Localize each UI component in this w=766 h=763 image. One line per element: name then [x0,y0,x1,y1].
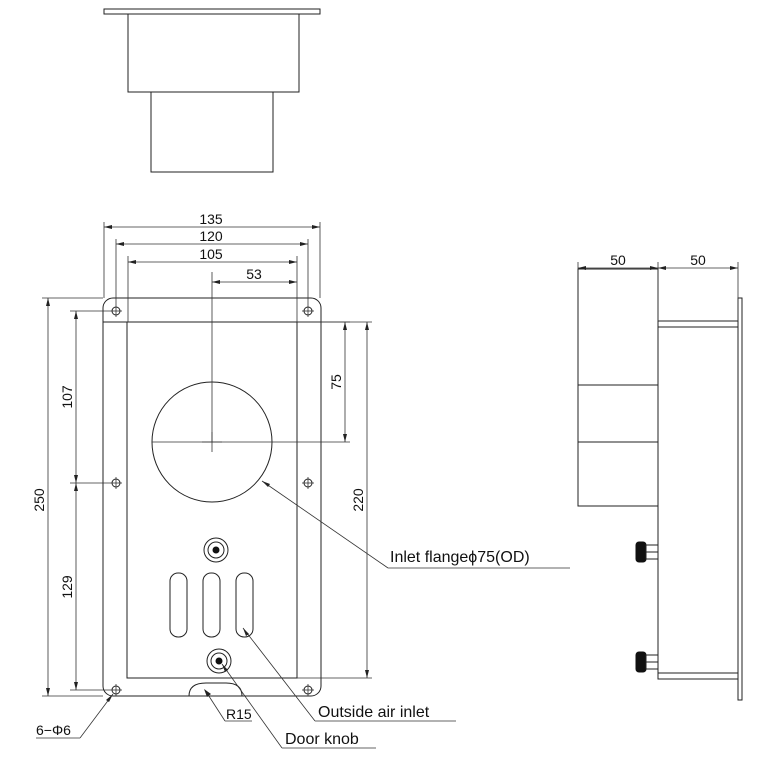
air-inlet-slot [202,572,221,638]
side-knob-upper [635,541,659,563]
side-view: 50 50 [577,252,743,701]
door-knob-label: Door knob [285,731,359,748]
dim-250: 250 [31,488,47,512]
dim-129: 129 [59,575,75,599]
door-knob-upper [203,537,229,563]
dimension-texts: 135 120 105 53 250 107 129 75 220 6−Φ6 R… [31,211,366,738]
dim-105: 105 [199,246,223,262]
door-knob-lower [206,648,232,674]
side-plate [737,297,743,701]
outside-air-inlet-label: Outside air inlet [318,704,430,721]
dim-side-50-right: 50 [690,252,706,268]
dim-220: 220 [350,488,366,512]
bottom-notch [188,682,243,697]
inlet-flange-label: Inlet flangeϕ75(OD) [390,549,530,566]
side-body [657,320,739,680]
top-view-body [127,13,300,93]
holes-label: 6−Φ6 [36,722,71,738]
dim-75: 75 [328,374,344,390]
dim-107: 107 [59,385,75,409]
air-inlet-slot [169,572,188,638]
radius-label: R15 [226,706,252,722]
dim-120: 120 [199,228,223,244]
dimension-lines [36,222,372,739]
side-knob-lower [635,651,659,673]
air-inlet-slot [235,572,254,638]
dim-53: 53 [246,266,262,282]
mounting-holes [110,305,314,696]
callouts: Inlet flangeϕ75(OD) Outside air inlet Do… [221,480,570,749]
front-view [102,272,350,697]
side-duct [577,268,659,507]
top-view-flange [103,8,321,15]
dim-side-50-left: 50 [610,252,626,268]
top-view [103,8,321,173]
top-view-duct [150,91,274,173]
dim-135: 135 [199,211,223,227]
